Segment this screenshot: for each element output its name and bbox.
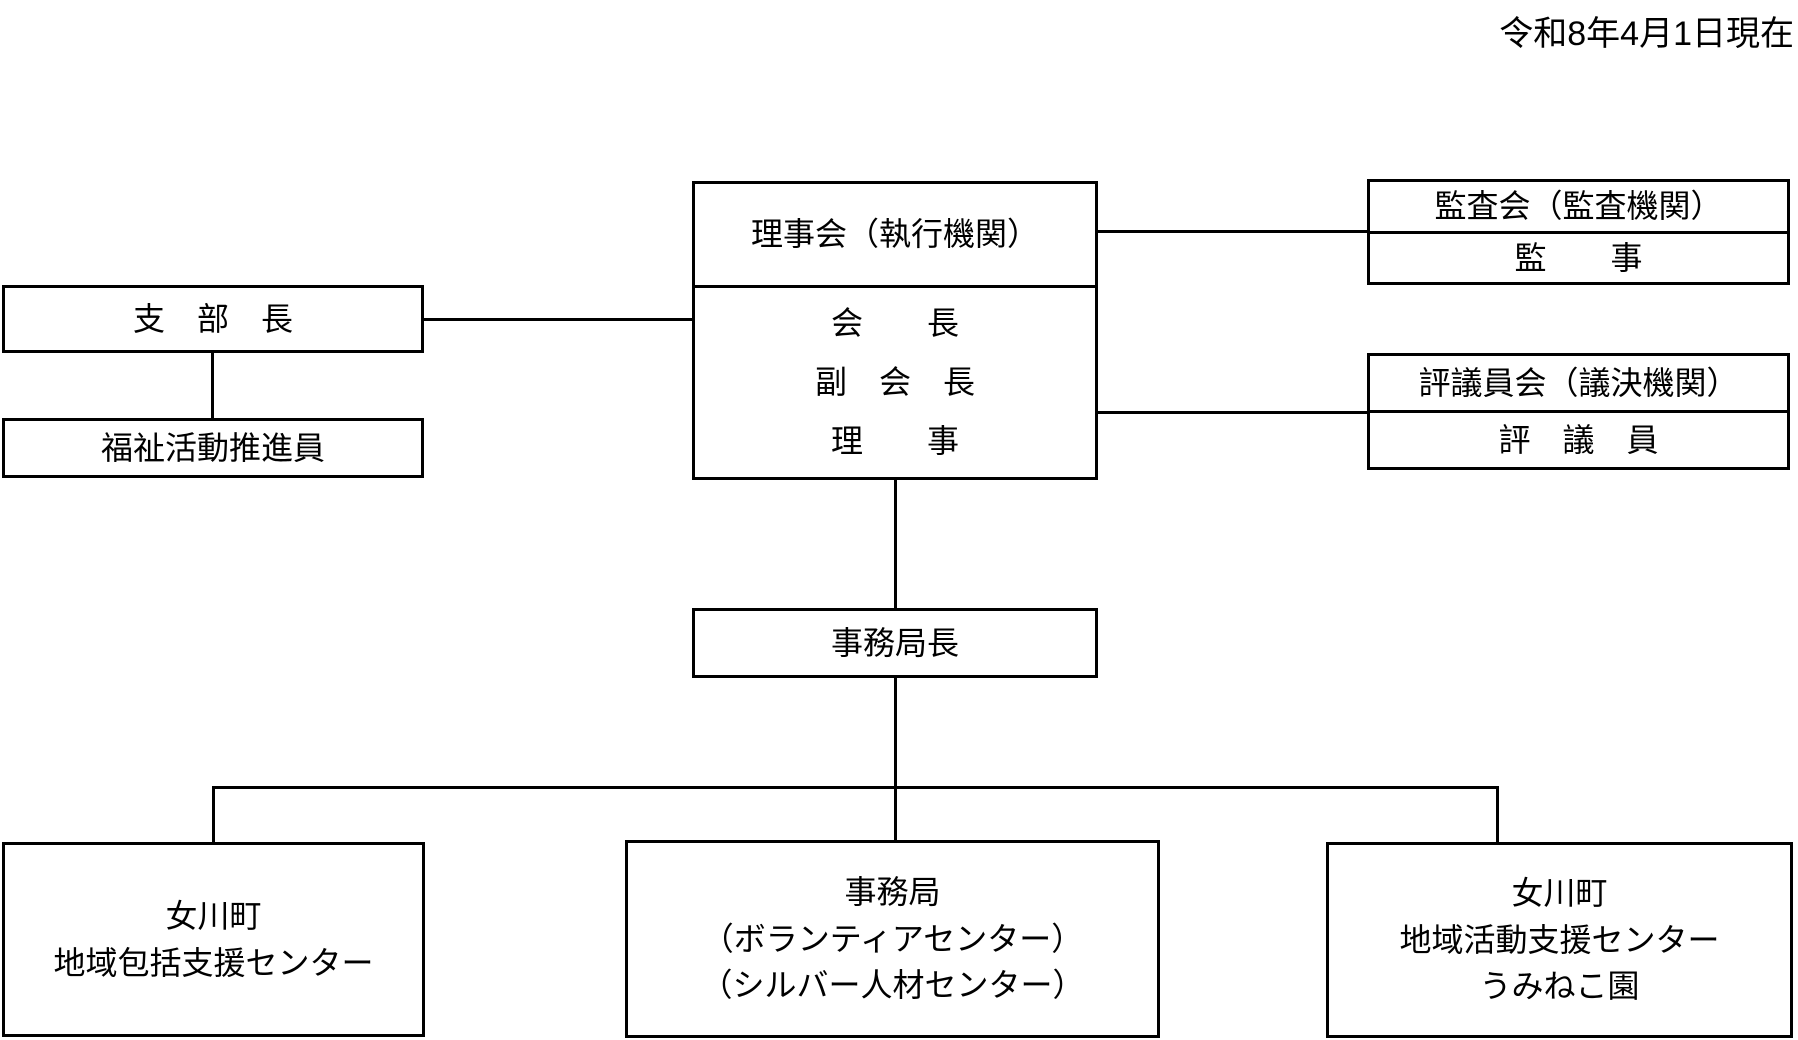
audit-board-member-row: 監 事: [1370, 234, 1787, 283]
connector-branch-to-promoter: [211, 353, 214, 418]
comprehensive-support-center-line2: 地域包括支援センター: [53, 944, 374, 981]
board-title: 理事会（執行機関）: [750, 216, 1039, 253]
board-member-director: 理 事: [830, 423, 959, 460]
secretariat-line1: 事務局: [844, 874, 941, 911]
welfare-promoter-label: 福祉活動推進員: [100, 429, 325, 466]
board-members: 会 長 副 会 長 理 事: [695, 288, 1095, 477]
audit-board-box: 監査会（監査機関） 監 事: [1367, 179, 1790, 285]
council-member: 評 議 員: [1498, 421, 1659, 458]
connector-board-to-secretary: [894, 480, 897, 608]
activity-support-center-box: 女川町 地域活動支援センター うみねこ園: [1326, 842, 1793, 1038]
secretariat-line2: （ボランティアセンター）: [701, 920, 1084, 957]
connector-board-to-audit: [1098, 230, 1367, 233]
connector-branch-to-board: [424, 318, 692, 321]
board-title-row: 理事会（執行機関）: [695, 184, 1095, 288]
welfare-promoter-box: 福祉活動推進員: [2, 418, 424, 478]
activity-support-center-line3: うみねこ園: [1479, 968, 1640, 1005]
branch-head-box: 支 部 長: [2, 285, 424, 353]
board-member-vice-chairman: 副 会 長: [814, 364, 975, 401]
distributor-line: [212, 786, 1499, 789]
activity-support-center-line1: 女川町: [1511, 875, 1608, 912]
council-title-row: 評議員会（議決機関）: [1370, 356, 1787, 413]
connector-board-to-council: [1098, 411, 1367, 414]
drop-to-left-box: [212, 786, 215, 842]
council-title: 評議員会（議決機関）: [1418, 364, 1739, 401]
audit-board-title-row: 監査会（監査機関）: [1370, 182, 1787, 234]
connector-secretary-to-distributor: [894, 678, 897, 840]
audit-board-title: 監査会（監査機関）: [1434, 188, 1723, 225]
comprehensive-support-center-line1: 女川町: [165, 898, 262, 935]
council-member-row: 評 議 員: [1370, 413, 1787, 467]
date-note: 令和8年4月1日現在: [1499, 15, 1794, 53]
council-box: 評議員会（議決機関） 評 議 員: [1367, 353, 1790, 470]
activity-support-center-line2: 地域活動支援センター: [1399, 921, 1720, 958]
drop-to-right-box: [1496, 786, 1499, 842]
audit-board-member: 監 事: [1514, 239, 1643, 276]
secretariat-box: 事務局 （ボランティアセンター） （シルバー人材センター）: [625, 840, 1160, 1038]
secretary-general-label: 事務局長: [830, 624, 959, 661]
board-member-chairman: 会 長: [830, 305, 959, 342]
board-box: 理事会（執行機関） 会 長 副 会 長 理 事: [692, 181, 1098, 480]
branch-head-label: 支 部 長: [132, 300, 293, 337]
comprehensive-support-center-box: 女川町 地域包括支援センター: [2, 842, 425, 1037]
secretary-general-box: 事務局長: [692, 608, 1098, 678]
secretariat-line3: （シルバー人材センター）: [700, 967, 1085, 1004]
